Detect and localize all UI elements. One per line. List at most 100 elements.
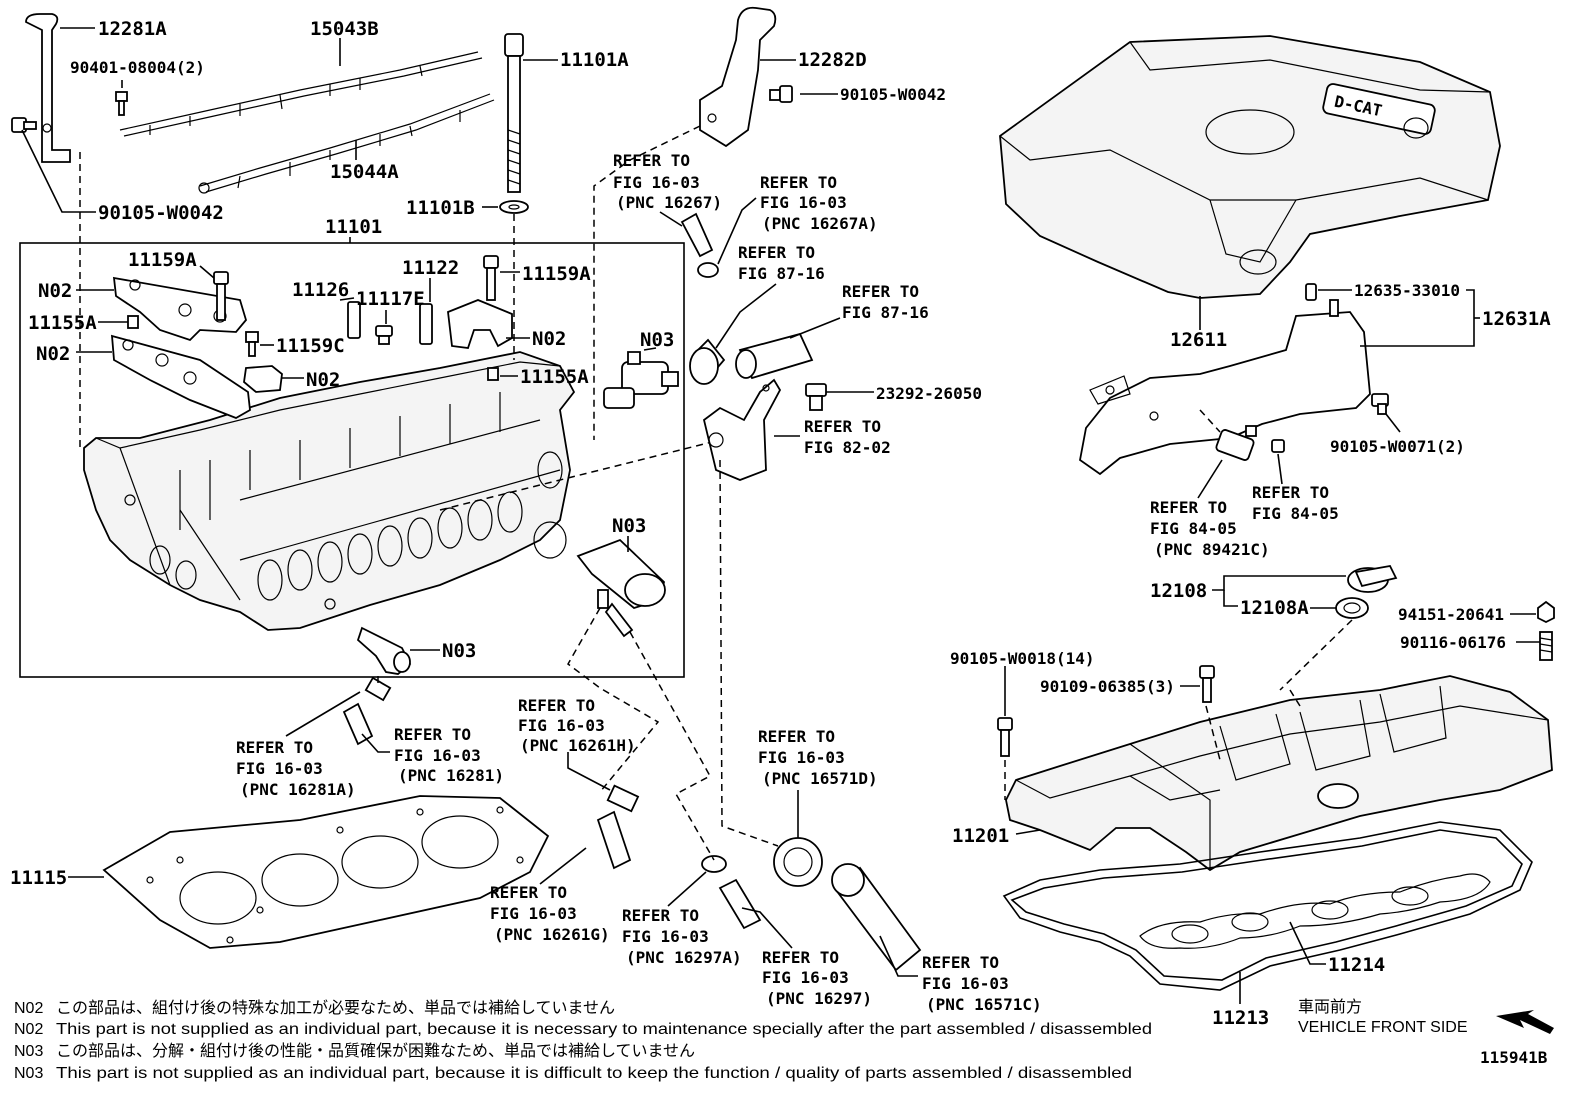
- bolt-11159c: [245, 331, 259, 357]
- bolt-90401: [115, 91, 128, 116]
- bolt-11159a-right: [483, 255, 499, 301]
- refer-16571d-title: REFER TO: [758, 727, 835, 746]
- label-11159a-left: 11159A: [128, 249, 197, 271]
- label-11101: 11101: [325, 216, 382, 238]
- refer-16267a-fig: FIG 16-03: [760, 193, 847, 212]
- refer-16267-title: REFER TO: [613, 151, 690, 170]
- refer-16281-pnc: (PNC 16281): [398, 766, 504, 785]
- refer-16261h-fig: FIG 16-03: [518, 716, 605, 735]
- diagram-id: 115941B: [1480, 1048, 1548, 1067]
- stud-23292-26050: [805, 383, 827, 411]
- refer-16571d-pnc: (PNC 16571D): [762, 769, 878, 788]
- note-text: この部品は、分解・組付け後の性能・品質確保が困難なため、単品では補給していません: [56, 1042, 695, 1060]
- refer-8716a-title: REFER TO: [738, 243, 815, 262]
- label-15044a: 15044A: [330, 161, 399, 183]
- label-11155a-right: 11155A: [520, 366, 589, 388]
- hose-16267: [680, 212, 714, 258]
- plug-11117e: [375, 325, 393, 345]
- refer-16297-title: REFER TO: [762, 948, 839, 967]
- refer-16281a-title: REFER TO: [236, 738, 313, 757]
- label-11117e: 11117E: [356, 288, 425, 310]
- bolt-90105-w0071: [1371, 393, 1389, 415]
- refer-8202-fig: FIG 82-02: [804, 438, 891, 457]
- camshaft-cap-n02-right: [447, 299, 513, 349]
- vehicle-front-en: VEHICLE FRONT SIDE: [1298, 1019, 1468, 1036]
- nut-94151: [1537, 600, 1555, 624]
- label-11159a-right: 11159A: [522, 263, 591, 285]
- pipe-n03-lower: [356, 626, 412, 675]
- camshaft-cap-n02-small: [243, 365, 283, 393]
- bolt-90109: [1199, 665, 1215, 703]
- bracket-8202: [702, 378, 782, 481]
- hose-16571: [773, 837, 922, 972]
- bolt-11159a-left: [213, 271, 229, 321]
- label-94151: 94151-20641: [1398, 605, 1504, 624]
- hose-16261h: [596, 784, 640, 870]
- head-cover-gasket-11213: [1002, 821, 1533, 991]
- refer-16261h-title: REFER TO: [518, 696, 595, 715]
- refer-8405a-fig: FIG 84-05: [1150, 519, 1237, 538]
- label-90105-w0042-a: 90105-W0042: [98, 202, 224, 224]
- refer-8405a-title: REFER TO: [1150, 498, 1227, 517]
- hose-8716: [689, 332, 814, 385]
- washer-11101b: [499, 200, 529, 214]
- note-text: This part is not supplied as an individu…: [56, 1021, 1152, 1038]
- refer-8405a-pnc: (PNC 89421C): [1154, 540, 1270, 559]
- label-12108a: 12108A: [1240, 597, 1309, 619]
- vehicle-front-jp: 車両前方: [1298, 998, 1362, 1016]
- sleeve-11126: [347, 301, 361, 339]
- wire-harness-15044a: [198, 93, 495, 194]
- wire-harness-15043b: [119, 51, 483, 137]
- label-12631a: 12631A: [1482, 308, 1551, 330]
- sensor-8405: [1215, 425, 1285, 461]
- refer-16297a-pnc: (PNC 16297A): [626, 948, 742, 967]
- refer-16297a-fig: FIG 16-03: [622, 927, 709, 946]
- label-11201: 11201: [952, 825, 1009, 847]
- label-n03-2: N03: [612, 515, 646, 537]
- refer-16571d-fig: FIG 16-03: [758, 748, 845, 767]
- note-code: N03: [14, 1043, 43, 1060]
- label-n03-3: N03: [442, 640, 476, 662]
- head-bolt-11101a: [504, 33, 524, 193]
- refer-16281a-pnc: (PNC 16281A): [240, 780, 356, 799]
- refer-8716b-title: REFER TO: [842, 282, 919, 301]
- oil-cap-12108: [1335, 564, 1398, 619]
- refer-8202-title: REFER TO: [804, 417, 881, 436]
- refer-16297-pnc: (PNC 16297): [766, 989, 872, 1008]
- refer-16267a-title: REFER TO: [760, 173, 837, 192]
- engine-cover-12611: [999, 35, 1501, 299]
- label-23292: 23292-26050: [876, 384, 982, 403]
- label-n03-1: N03: [640, 329, 674, 351]
- hose-16281: [342, 676, 392, 746]
- bolt-90105-hanger: [11, 117, 37, 133]
- label-n02-1: N02: [38, 280, 72, 302]
- refer-16261h-pnc: (PNC 16261H): [520, 736, 636, 755]
- notes: N02 この部品は、組付け後の特殊な加工が必要なため、単品では補給していません …: [14, 999, 1152, 1082]
- refer-16261g-pnc: (PNC 16261G): [494, 925, 610, 944]
- cover-bracket-12631a: [1079, 311, 1371, 476]
- bolt-12635-33010: [1305, 283, 1339, 317]
- note-code: N02: [14, 1021, 43, 1038]
- label-11213: 11213: [1212, 1007, 1269, 1029]
- bolt-90105-right: [769, 85, 793, 103]
- refer-16571c-title: REFER TO: [922, 953, 999, 972]
- label-11155a-left: 11155A: [28, 312, 97, 334]
- refer-16571c-fig: FIG 16-03: [922, 974, 1009, 993]
- label-15043b: 15043B: [310, 18, 379, 40]
- plug-tube-gaskets-11214: [1139, 873, 1491, 949]
- vsv-n03-upper: [603, 351, 679, 409]
- refer-16297-fig: FIG 16-03: [762, 968, 849, 987]
- label-12611: 12611: [1170, 329, 1227, 351]
- note-code: N02: [14, 1000, 43, 1017]
- clamp-16267a: [697, 262, 719, 278]
- label-12281a: 12281A: [98, 18, 167, 40]
- label-11101a: 11101A: [560, 49, 629, 71]
- label-n02-3: N02: [306, 369, 340, 391]
- label-90401: 90401-08004(2): [70, 58, 205, 77]
- label-11126: 11126: [292, 279, 349, 301]
- vehicle-front-arrow-icon: [1496, 1010, 1554, 1034]
- engine-hanger-12281a: [25, 13, 71, 163]
- refer-8405b-title: REFER TO: [1252, 483, 1329, 502]
- label-11214: 11214: [1328, 954, 1385, 976]
